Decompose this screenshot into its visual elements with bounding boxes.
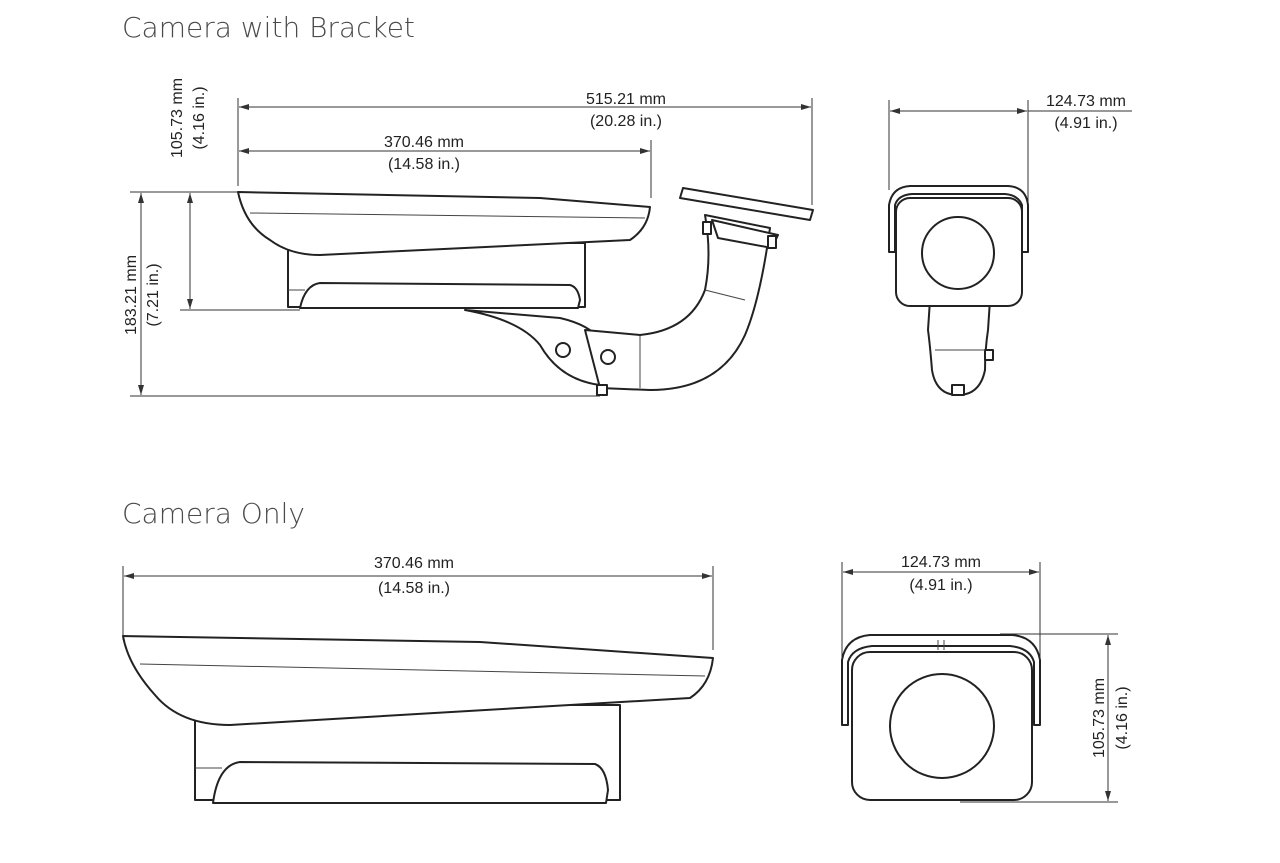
side-view-with-bracket: 515.21 mm (20.28 in.) 370.46 mm (14.58 i… xyxy=(123,78,814,397)
height-in-label: (4.16 in.) xyxy=(1114,686,1131,749)
height-mm-label: 105.73 mm xyxy=(1091,678,1108,758)
width-in-label: (4.91 in.) xyxy=(909,577,972,594)
width-in-label: (4.91 in.) xyxy=(1054,115,1117,132)
total-length-mm-label: 515.21 mm xyxy=(586,91,666,108)
length-mm-label: 370.46 mm xyxy=(374,555,454,572)
width-mm-label: 124.73 mm xyxy=(901,554,981,571)
section-title-with-bracket: Camera with Bracket xyxy=(122,11,415,44)
camera-length-in-label: (14.58 in.) xyxy=(388,156,460,173)
total-length-in-label: (20.28 in.) xyxy=(590,113,662,130)
width-mm-label: 124.73 mm xyxy=(1046,93,1126,110)
camera-length-mm-label: 370.46 mm xyxy=(384,134,464,151)
section-title-camera-only: Camera Only xyxy=(122,497,305,530)
side-view-camera-only: 370.46 mm (14.58 in.) xyxy=(122,555,714,804)
front-view-camera-only: 124.73 mm (4.91 in.) 105.73 mm (4.16 in.… xyxy=(841,554,1131,803)
front-view-with-bracket: 124.73 mm (4.91 in.) xyxy=(888,93,1132,396)
length-in-label: (14.58 in.) xyxy=(378,580,450,597)
camera-height-in-label: (4.16 in.) xyxy=(191,86,208,149)
total-height-mm-label: 183.21 mm xyxy=(123,255,140,335)
camera-height-mm-label: 105.73 mm xyxy=(169,78,186,158)
total-height-in-label: (7.21 in.) xyxy=(145,263,162,326)
